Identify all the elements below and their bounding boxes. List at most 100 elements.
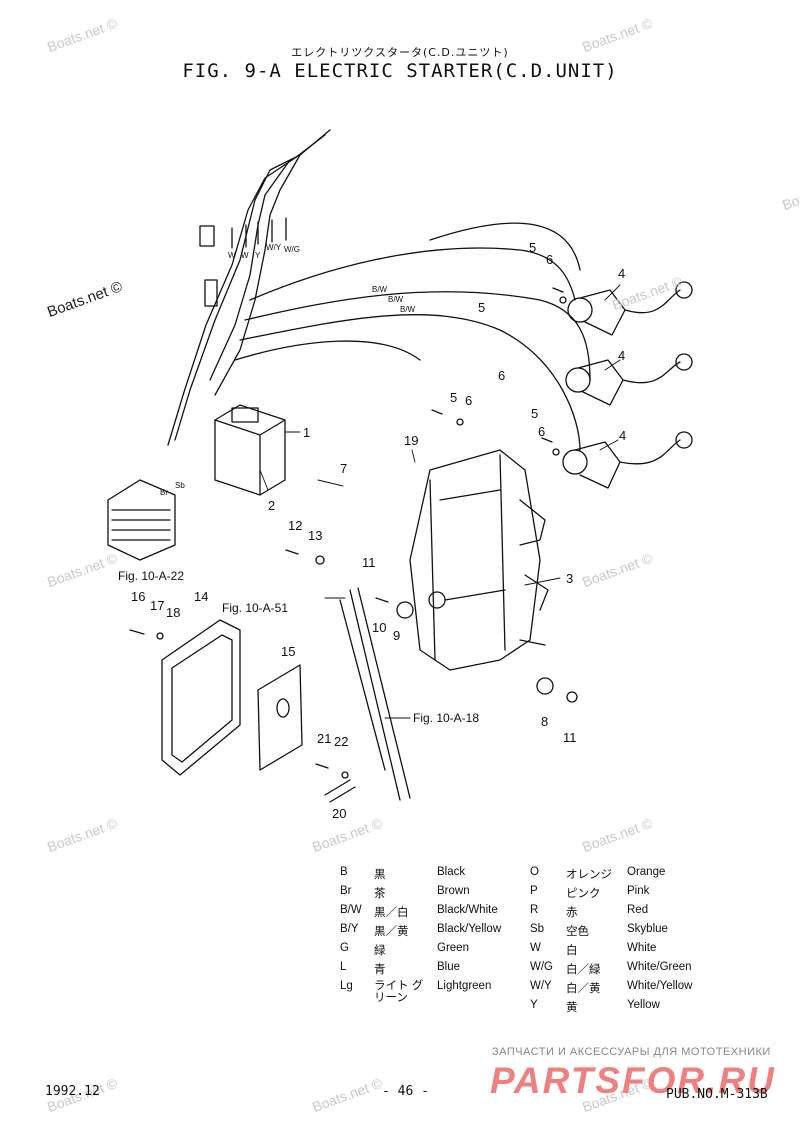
legend-row: W/G 白／緑 White/Green [530, 961, 750, 980]
callout-14: 14 [194, 589, 208, 604]
footer-publication-number: PUB.NO.M-313B [666, 1087, 768, 1102]
callout-13: 13 [308, 528, 322, 543]
callout-5c: 5 [450, 390, 457, 405]
insulator-plate [257, 664, 303, 771]
grommet-9 [396, 601, 414, 619]
figure-subtitle-japanese: エレクトリツクスタータ(C.D.ユニツト) [291, 46, 509, 59]
wire-label-wy: W/Y [266, 243, 282, 252]
harness-wire-a [167, 134, 326, 446]
washer [559, 296, 567, 304]
legend-japanese: ライト グリーン [374, 980, 424, 1004]
coil-wire-3 [239, 314, 581, 451]
wire-label-br: Br [160, 488, 168, 497]
legend-japanese: 赤 [566, 907, 578, 919]
bracket-tabs [519, 499, 549, 646]
legend-japanese: 茶 [374, 888, 386, 900]
washer [456, 418, 464, 426]
callout-11b: 11 [563, 730, 577, 745]
legend-japanese: 白／緑 [566, 964, 601, 976]
legend-english: White/Yellow [627, 980, 693, 992]
legend-english: Black/Yellow [437, 923, 502, 935]
legend-code: Br [340, 885, 352, 897]
legend-japanese: 白／黄 [566, 983, 601, 995]
callout-5b: 5 [478, 300, 485, 315]
legend-english: White [627, 942, 657, 954]
legend-japanese: 黒 [374, 869, 386, 881]
callout-17: 17 [150, 598, 164, 613]
legend-english: Red [627, 904, 649, 916]
bracket-ribs [429, 454, 506, 661]
brand-tagline: ЗАПЧАСТИ И АКСЕССУАРЫ ДЛЯ МОТОТЕХНИКИ [492, 1046, 771, 1058]
callout-8: 8 [541, 714, 548, 729]
legend-english: Pink [627, 885, 650, 897]
cd-cover-inner [171, 634, 233, 763]
legend-english: Yellow [627, 999, 660, 1011]
legend-japanese: 黒／黄 [374, 926, 409, 938]
washer [156, 632, 164, 640]
legend-english: White/Green [627, 961, 692, 973]
collar-11 [566, 691, 578, 703]
coil-wire-2 [244, 291, 591, 381]
cd-cover [161, 619, 241, 776]
callout-6d: 6 [538, 424, 545, 439]
wire-label-w1: W [228, 251, 236, 260]
legend-english: Skyblue [627, 923, 668, 935]
wire-label-bw-mid: B/W [388, 295, 404, 304]
callout-6c: 6 [465, 393, 472, 408]
legend-row: B/Y 黒／黄 Black/Yellow [340, 923, 530, 942]
callout-5a: 5 [529, 240, 536, 255]
coil-wire-1 [249, 247, 576, 301]
callout-1: 1 [303, 425, 310, 440]
legend-code: W/G [530, 961, 553, 973]
callout-20: 20 [332, 806, 346, 821]
legend-code: L [340, 961, 347, 973]
legend-code: B [340, 866, 348, 878]
legend-code: Sb [530, 923, 545, 935]
wire-label-bw2: B/W [400, 305, 416, 314]
legend-japanese: 緑 [374, 945, 386, 957]
reference-fig-10-a-51: Fig. 10-A-51 [222, 601, 288, 615]
reference-fig-10-a-18: Fig. 10-A-18 [413, 711, 479, 725]
figure-title: FIG. 9-A ELECTRIC STARTER(C.D.UNIT) [182, 60, 618, 82]
legend-japanese: 白 [566, 945, 578, 957]
wire-label-wg: W/G [284, 245, 300, 254]
band-strap [349, 587, 411, 801]
bolts [129, 287, 564, 769]
reference-fig-10-a-22: Fig. 10-A-22 [118, 569, 184, 583]
legend-code: P [530, 885, 538, 897]
washer [552, 448, 560, 456]
callout-4b: 4 [618, 348, 625, 363]
band-strap-2 [339, 599, 386, 771]
washer [341, 771, 349, 779]
callout-7: 7 [340, 461, 347, 476]
legend-japanese: 黒／白 [374, 907, 409, 919]
callout-5d: 5 [531, 406, 538, 421]
callout-3: 3 [566, 571, 573, 586]
callout-4a: 4 [618, 266, 625, 281]
bracket-plate [409, 449, 541, 671]
plate-hole [276, 698, 290, 718]
callout-21: 21 [317, 731, 331, 746]
footer-page-number: - 46 - [382, 1084, 429, 1099]
callout-19: 19 [404, 433, 418, 448]
legend-english: Orange [627, 866, 666, 878]
legend-english: Blue [437, 961, 461, 973]
brand-logo: PARTSFOR.RU [490, 1060, 776, 1101]
ignition-coil-1 [567, 281, 693, 336]
harness-wire-b [214, 154, 301, 396]
legend-japanese: 青 [374, 964, 386, 976]
cd-unit-body [214, 404, 286, 496]
legend-code: B/Y [340, 923, 359, 935]
legend-code: O [530, 866, 539, 878]
